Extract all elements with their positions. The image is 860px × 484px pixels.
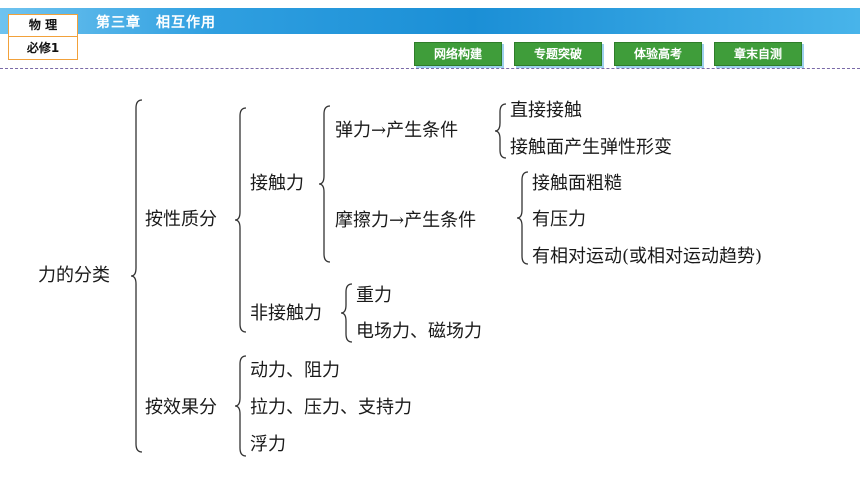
brace-friction	[516, 171, 529, 265]
header-divider	[0, 68, 860, 69]
brace-nature	[234, 107, 247, 333]
brace-noncontact	[340, 283, 353, 343]
tree-effect-item-3: 浮力	[250, 434, 286, 455]
tree-by-effect: 按效果分	[145, 397, 217, 418]
tree-friction-condition-2: 有压力	[532, 209, 586, 230]
nav-button-test[interactable]: 章末自测	[714, 42, 802, 66]
subject-tab[interactable]: 物 理	[8, 14, 78, 36]
tree-contact: 接触力	[250, 173, 304, 194]
book-label: 必修1	[8, 36, 78, 60]
brace-contact	[318, 105, 331, 263]
nav-button-network[interactable]: 网络构建	[414, 42, 502, 66]
tree-root: 力的分类	[38, 265, 110, 286]
tree-elastic: 弹力→产生条件	[335, 120, 459, 141]
tree-friction-condition-3: 有相对运动(或相对运动趋势)	[532, 246, 763, 267]
brace-elastic	[494, 103, 507, 159]
chapter-title: 第三章 相互作用	[96, 15, 216, 31]
tree-elastic-condition-2: 接触面产生弹性形变	[510, 137, 672, 158]
tree-by-nature: 按性质分	[145, 209, 217, 230]
tree-effect-item-2: 拉力、压力、支持力	[250, 397, 412, 418]
nav-button-exam[interactable]: 体验高考	[614, 42, 702, 66]
tree-effect-item-1: 动力、阻力	[250, 360, 340, 381]
tree-friction-condition-1: 接触面粗糙	[532, 173, 622, 194]
tree-friction: 摩擦力→产生条件	[335, 210, 477, 231]
tree-elastic-condition-1: 直接接触	[510, 100, 582, 121]
brace-effect	[234, 355, 247, 457]
tree-noncontact-item-2: 电场力、磁场力	[356, 321, 482, 342]
nav-button-topics[interactable]: 专题突破	[514, 42, 602, 66]
title-bar	[0, 8, 860, 34]
tree-noncontact: 非接触力	[250, 303, 322, 324]
brace-root	[130, 99, 143, 453]
tree-noncontact-item-1: 重力	[356, 285, 392, 306]
